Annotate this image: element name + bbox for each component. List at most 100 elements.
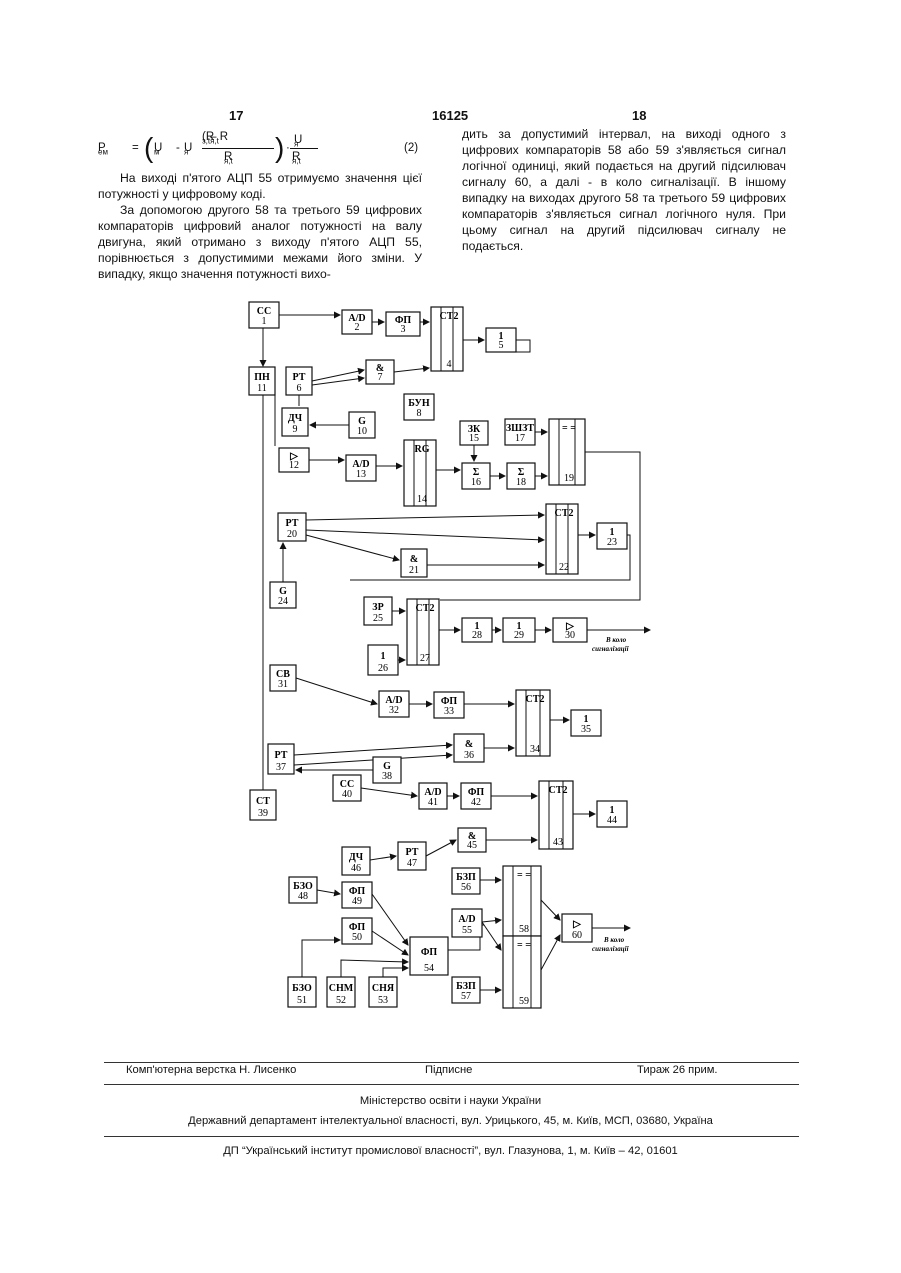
block-6-label: РТ (293, 372, 306, 383)
block-35-number: 35 (581, 724, 591, 735)
block-16: Σ16 (462, 463, 490, 489)
wire (361, 788, 417, 796)
block-20-label: РТ (286, 518, 299, 529)
block-51-number: 51 (297, 995, 307, 1006)
block-15-number: 15 (469, 433, 479, 444)
block-24-number: 24 (278, 596, 288, 607)
footer-circulation: Тираж 26 прим. (637, 1064, 718, 1076)
block-55-label: A/D (458, 914, 475, 925)
block-13-number: 13 (356, 469, 366, 480)
block-25: ЗР25 (364, 597, 392, 625)
block-26: 126 (368, 645, 398, 675)
block-57-number: 57 (461, 991, 471, 1002)
block-34-label: CT2 (526, 694, 545, 705)
block-41: A/D41 (419, 783, 447, 809)
block-30-number: 30 (565, 630, 575, 641)
block-43-number: 43 (553, 837, 563, 848)
block-13: A/D13 (346, 455, 376, 481)
block-42: ФП42 (461, 783, 491, 809)
block-52: СНМ52 (327, 977, 355, 1007)
block-48-number: 48 (298, 891, 308, 902)
block-2: A/D2 (342, 310, 372, 334)
block-15: ЗК15 (460, 421, 488, 445)
block-59-label: = = (517, 940, 531, 951)
block-14: RG14 (404, 440, 436, 506)
block-18-number: 18 (516, 477, 526, 488)
block-33-number: 33 (444, 706, 454, 717)
block-17-number: 17 (515, 433, 525, 444)
block-9-number: 9 (293, 424, 298, 435)
wire (372, 931, 408, 955)
block-12-number: 12 (289, 460, 299, 471)
block-21: &21 (401, 549, 427, 577)
block-58-number: 58 (519, 924, 529, 935)
block-44: 144 (597, 801, 627, 827)
block-5-number: 5 (499, 340, 504, 351)
block-3-number: 3 (401, 324, 406, 335)
block-57: БЗП57 (452, 977, 480, 1003)
block-55-number: 55 (462, 925, 472, 936)
output-label-60-line2: сигналізації (592, 945, 630, 953)
block-19-label: = = (562, 423, 576, 434)
block-17: ЗШЗТ17 (505, 419, 535, 445)
block-31-number: 31 (278, 679, 288, 690)
wire (294, 745, 452, 755)
block-37-number: 37 (276, 762, 286, 773)
block-23-number: 23 (607, 537, 617, 548)
block-30: ▷30 (553, 618, 587, 642)
block-60: ▷60 (562, 914, 592, 942)
wire (482, 920, 501, 922)
block-40: СС40 (333, 775, 361, 801)
block-39-number: 39 (258, 808, 268, 819)
block-58: = =58 (503, 866, 541, 936)
block-11-label: ПН (254, 372, 270, 383)
wire (370, 856, 396, 860)
block-60-label: ▷ (572, 919, 582, 930)
block-36-number: 36 (464, 750, 474, 761)
block-46-number: 46 (351, 863, 361, 874)
block-21-label: & (410, 554, 418, 565)
wire (306, 530, 544, 540)
footer-rule-2 (104, 1084, 799, 1085)
block-4: CT24 (431, 307, 463, 371)
block-22: CT222 (546, 504, 578, 574)
block-37: РТ37 (268, 744, 294, 774)
block-20-number: 20 (287, 529, 297, 540)
footer-rule-1 (104, 1062, 799, 1063)
block-31: СВ31 (270, 665, 296, 691)
block-51: БЗО51 (288, 977, 316, 1007)
block-47: РТ47 (398, 842, 426, 870)
block-3: ФП3 (386, 312, 420, 336)
block-56: БЗП56 (452, 868, 480, 894)
block-6: РТ6 (286, 367, 312, 395)
wire (426, 840, 456, 856)
block-21-number: 21 (409, 565, 419, 576)
block-23: 123 (597, 523, 627, 549)
block-20: РТ20 (278, 513, 306, 541)
block-27-number: 27 (420, 653, 430, 664)
block-8-number: 8 (417, 408, 422, 419)
block-37-label: РТ (275, 750, 288, 761)
block-52-number: 52 (336, 995, 346, 1006)
block-36-label: & (465, 739, 473, 750)
block-1-number: 1 (262, 316, 267, 327)
block-41-number: 41 (428, 797, 438, 808)
block-5: 15 (486, 328, 516, 352)
output-label-30-line2: сигналізації (592, 645, 630, 653)
block-8: БУН8 (404, 394, 434, 420)
block-39: СТ39 (250, 790, 276, 820)
block-53-number: 53 (378, 995, 388, 1006)
wire (306, 515, 544, 520)
block-35: 135 (571, 710, 601, 736)
block-53-label: СНЯ (372, 983, 395, 994)
block-50-number: 50 (352, 932, 362, 943)
block-16-number: 16 (471, 477, 481, 488)
block-10-number: 10 (357, 426, 367, 437)
block-4-label: CT2 (440, 311, 459, 322)
block-47-label: РТ (406, 847, 419, 858)
block-14-number: 14 (417, 494, 427, 505)
block-54: ФП54 (410, 937, 448, 975)
block-49-number: 49 (352, 896, 362, 907)
block-2-number: 2 (355, 322, 360, 333)
block-10: G10 (349, 412, 375, 438)
